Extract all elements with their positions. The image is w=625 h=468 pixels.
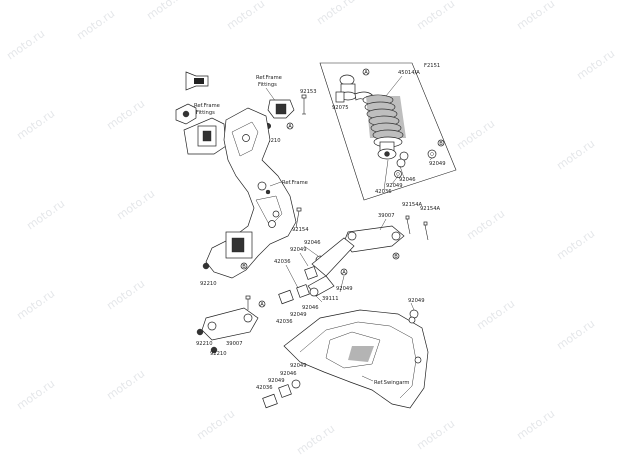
label-92210-b: 92210 (210, 351, 227, 357)
callout-a-marker (362, 68, 370, 76)
nut-92210-frame: 92210 (200, 262, 217, 287)
label-92049-lower: 92049 (290, 312, 307, 318)
watermark-text: moto.ru (514, 407, 557, 442)
label-92075: 92075 (332, 105, 349, 111)
diagram-code: F2151 (424, 63, 440, 69)
collar-92075 (335, 91, 345, 103)
watermark-text: moto.ru (514, 0, 557, 32)
label-92049-shock-right: 92049 (429, 161, 446, 167)
watermark-text: moto.ru (104, 367, 147, 402)
watermark-text: moto.ru (14, 377, 57, 412)
callout-b-label: B (439, 141, 443, 147)
callout-b-label: B (394, 254, 398, 260)
watermark-text: moto.ru (114, 187, 157, 222)
label-ref-frame-fittings-1: Ref.Frame (256, 75, 282, 81)
swingarm-part: Ref.Swingarm (283, 309, 429, 409)
label-42036-bot: 42036 (256, 385, 273, 391)
label-42036-lower: 42036 (276, 319, 293, 325)
watermark-text: moto.ru (554, 227, 597, 262)
label-92046-bot: 92046 (280, 371, 297, 377)
label-92049-bot: 92049 (290, 363, 307, 369)
label-42036-shock: 42036 (375, 189, 392, 195)
label-92049-mid: 92049 (290, 247, 307, 253)
label-45014A: 45014/A (398, 70, 420, 76)
watermark-text: moto.ru (24, 197, 67, 232)
tie-rod-39007-upper: 39007 B (343, 213, 405, 260)
label-92049-mid2: 92049 (336, 286, 353, 292)
leader-lines (285, 157, 433, 311)
label-92046-lower: 92046 (302, 305, 319, 311)
watermark-text: moto.ru (464, 207, 507, 242)
shock-absorber-group: F2151 45014/A A B (319, 62, 457, 201)
washer-92049-right: 92049 (408, 298, 425, 319)
watermark-text: moto.ru (104, 97, 147, 132)
label-39007-bottom: 39007 (226, 341, 243, 347)
watermark-text: moto.ru (454, 117, 497, 152)
front-direction-arrow-icon (185, 71, 209, 91)
watermark-text: moto.ru (294, 422, 337, 457)
label-92154A-a: 92154A (402, 202, 423, 208)
frame-part: B Ref.Frame (205, 107, 308, 279)
label-92210-a: 92210 (196, 341, 213, 347)
label-92049-shock: 92049 (386, 183, 403, 189)
shock-absorber-part (339, 74, 406, 160)
callout-b-marker (437, 139, 445, 147)
lower-linkage-bushings: 92046 92049 42036 (276, 284, 319, 325)
label-92210-frame: 92210 (200, 281, 217, 287)
label-39007-top: 39007 (378, 213, 395, 219)
shock-box-outline (319, 62, 457, 201)
callout-a-label: A (364, 70, 368, 76)
watermark-text: moto.ru (474, 297, 517, 332)
label-92153: 92153 (300, 89, 317, 95)
watermark-text: moto.ru (4, 27, 47, 62)
watermark-text: moto.ru (414, 417, 457, 452)
callout-a-label: A (260, 302, 264, 308)
label-ref-frame-fittings-left-2: Fittings (196, 110, 215, 116)
watermark-layer: moto.ru moto.ru moto.ru moto.ru moto.ru … (4, 0, 617, 457)
label-92046-mid: 92046 (304, 240, 321, 246)
watermark-text: moto.ru (554, 317, 597, 352)
linkage-39111: 92046 92049 42036 A 92049 39111 (274, 237, 355, 302)
watermark-text: moto.ru (414, 0, 457, 32)
label-ref-frame: Ref.Frame (282, 180, 308, 186)
watermark-text: moto.ru (14, 287, 57, 322)
label-92049-bot2: 92049 (268, 378, 285, 384)
label-92210-top: 92210 (264, 138, 281, 144)
label-42036-mid: 42036 (274, 259, 291, 265)
watermark-text: moto.ru (314, 0, 357, 27)
callout-a-label: A (288, 124, 292, 130)
watermark-text: moto.ru (194, 407, 237, 442)
callout-a-label: A (342, 270, 346, 276)
watermark-text: moto.ru (574, 47, 617, 82)
label-39111: 39111 (322, 296, 339, 302)
tie-rod-39007-lower: A 92210 39007 92210 (196, 295, 266, 357)
label-ref-swingarm: Ref.Swingarm (374, 380, 410, 386)
label-92154A-b: 92154A (420, 206, 441, 212)
watermark-text: moto.ru (224, 0, 267, 32)
label-ref-frame-fittings-2: Fittings (258, 82, 277, 88)
watermark-text: moto.ru (14, 107, 57, 142)
label-92049-right: 92049 (408, 298, 425, 304)
bolt-92153: 92153 (300, 89, 317, 115)
bolt-92154A-b: 92154A (420, 206, 441, 241)
bottom-bushings: 92049 92046 92049 42036 (256, 363, 307, 409)
bolt-92154: 92154 (292, 207, 309, 233)
bolt-92154A-a: 92154A (402, 202, 423, 235)
frame-fitting-left: Ref.Frame Fittings (175, 103, 227, 155)
label-92046-shock: 92046 (399, 177, 416, 183)
watermark-text: moto.ru (74, 7, 117, 42)
label-92154-mid: 92154 (292, 227, 309, 233)
watermark-text: moto.ru (554, 137, 597, 172)
watermark-text: moto.ru (104, 277, 147, 312)
label-ref-frame-fittings-left-1: Ref.Frame (194, 103, 220, 109)
watermark-text: moto.ru (144, 0, 187, 22)
callout-b-label: B (242, 264, 246, 270)
